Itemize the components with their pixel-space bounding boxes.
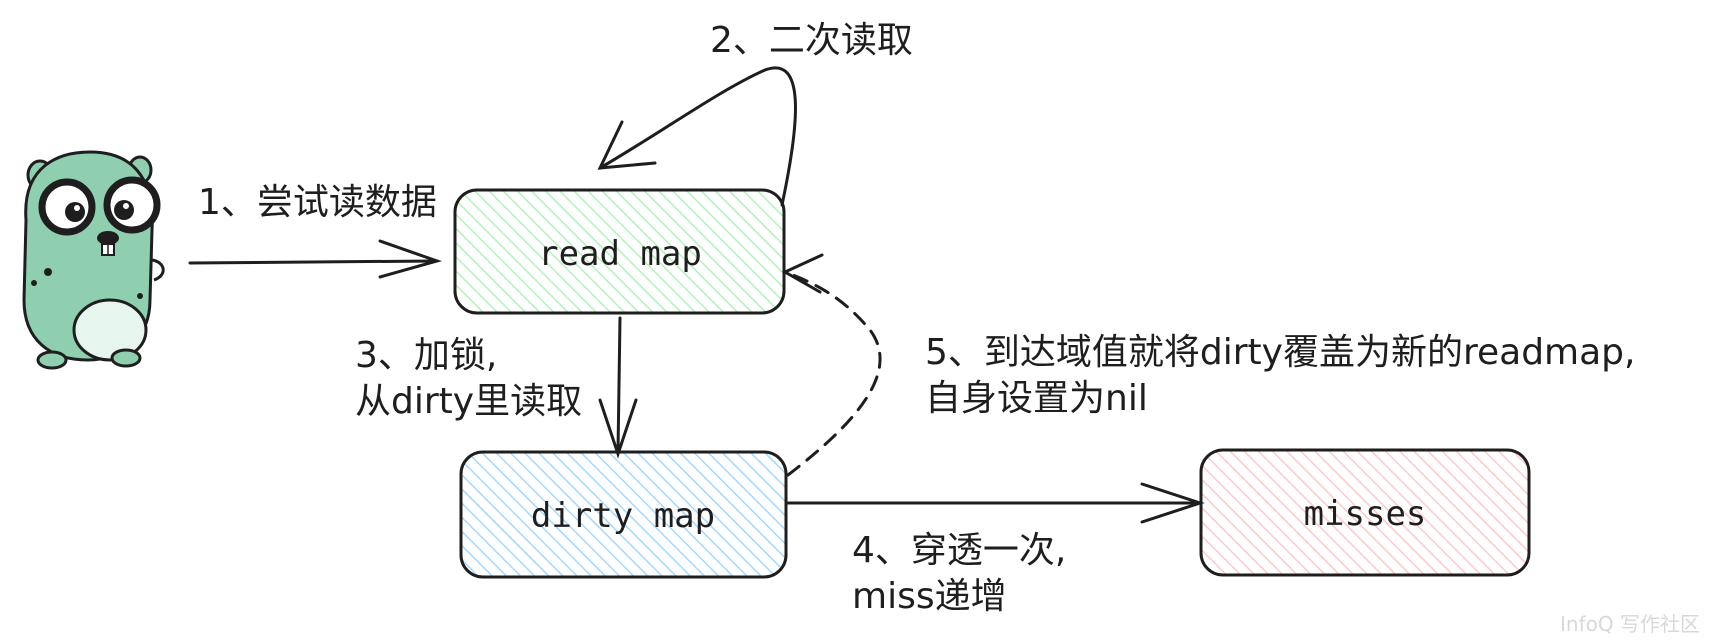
node-misses: misses (1199, 448, 1531, 577)
edge-step4-line2: miss递增 (852, 576, 1007, 617)
node-read-map-label: read map (538, 234, 702, 274)
edge-step3-line2: 从dirty里读取 (355, 381, 583, 422)
gopher-mascot-icon (22, 150, 165, 370)
edge-step4-label: 4、穿透一次, miss递增 (852, 528, 1066, 620)
edge-step4-line1: 4、穿透一次, (852, 530, 1067, 571)
edge-step1-arrow (188, 239, 442, 279)
edge-step3-arrow (598, 316, 638, 459)
edge-step5-line1: 5、到达域值就将dirty覆盖为新的readmap, (925, 332, 1636, 373)
edge-step3-line1: 3、加锁, (355, 335, 498, 376)
edge-step2-label: 2、二次读取 (710, 20, 913, 61)
edge-step4-arrow (786, 482, 1205, 524)
edge-step5-line2: 自身设置为nil (925, 378, 1148, 419)
edge-step3-label: 3、加锁, 从dirty里读取 (355, 333, 582, 425)
watermark: InfoQ 写作社区 (1560, 612, 1700, 636)
node-misses-label: misses (1304, 494, 1427, 534)
edge-step5-label: 5、到达域值就将dirty覆盖为新的readmap, 自身设置为nil (925, 330, 1635, 422)
node-dirty-map-label: dirty map (531, 496, 715, 536)
node-read-map: read map (453, 188, 786, 315)
node-dirty-map: dirty map (459, 450, 788, 579)
edge-step1-label: 1、尝试读数据 (198, 182, 437, 223)
edge-step5-arrow (781, 253, 882, 477)
edge-step2-arrow (597, 66, 797, 207)
